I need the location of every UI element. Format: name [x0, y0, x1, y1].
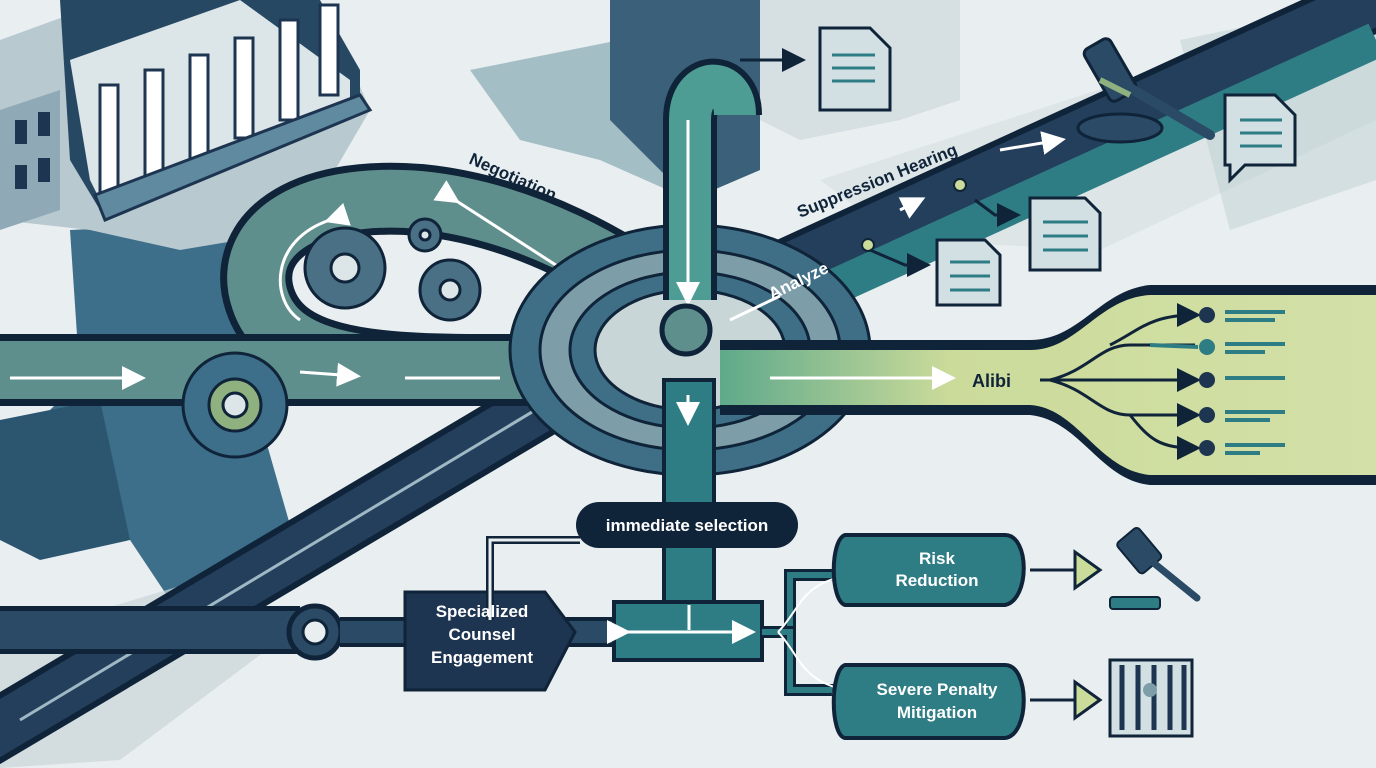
gear-icon	[181, 217, 482, 459]
gavel-icon	[1076, 37, 1215, 144]
immediate-selection-label: immediate selection	[606, 516, 769, 535]
vertical-pipe	[662, 58, 762, 612]
specialized-label: Specialized	[436, 602, 529, 621]
gavel-icon	[1109, 526, 1201, 610]
specialized-counsel-box	[403, 590, 577, 692]
courthouse-icon	[0, 0, 373, 250]
hub-node	[659, 303, 713, 357]
lower-flow	[0, 502, 1103, 740]
alibi-label: Alibi	[972, 371, 1011, 391]
mitigation-label: Mitigation	[897, 703, 977, 722]
severe-penalty-label: Severe Penalty	[877, 680, 999, 699]
counsel-label: Counsel	[448, 625, 515, 644]
engagement-label: Engagement	[431, 648, 533, 667]
reduction-label: Reduction	[895, 571, 978, 590]
analyze-road-markers	[729, 131, 1066, 322]
risk-reduction-box	[831, 533, 1026, 607]
jail-cell-icon	[1108, 658, 1194, 738]
immediate-selection-pill	[576, 502, 798, 548]
risk-label: Risk	[919, 549, 955, 568]
document-icon	[818, 26, 1297, 307]
severe-penalty-box	[831, 663, 1026, 740]
alibi-branch	[720, 285, 1376, 485]
